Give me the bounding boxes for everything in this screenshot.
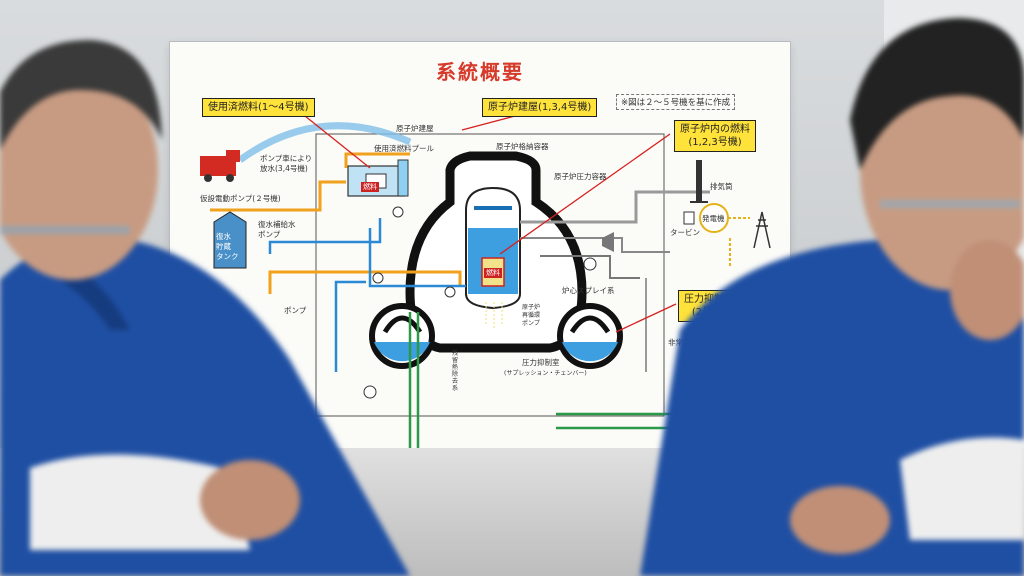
label-spent-fuel: 使用済燃料(1〜4号機) (202, 98, 315, 117)
text-rhr-4: 除 (452, 371, 459, 378)
text-temp-pump: 仮設電動ポンプ(２号機) (200, 194, 281, 203)
turbine-icon (602, 232, 614, 252)
text-recirc-3: ポンプ (522, 320, 540, 327)
text-suppression: 圧力抑制室 (522, 358, 560, 367)
pump-icon-4 (583, 257, 597, 271)
pipe-gray-3 (540, 255, 640, 279)
poster-note: ※図は２〜５号機を基に作成 (616, 94, 736, 110)
text-rhr-3: 熱 (452, 364, 459, 371)
text-makeup-pump-1: 復水補給水 (258, 220, 296, 229)
text-stack: 排気筒 (710, 182, 733, 191)
pipe-blue-2 (368, 228, 466, 288)
torus-water-left (374, 342, 430, 362)
pipe-orange-1 (344, 152, 410, 168)
pipe-steam (520, 190, 710, 224)
text-rhr-5: 去 (452, 378, 459, 385)
torus-water-right (562, 342, 618, 362)
vent-pipe-right (569, 315, 611, 334)
text-tank-1: 復水 (216, 232, 231, 241)
pointer-arrow-3 (499, 133, 671, 255)
text-fuel-core: 燃料 (484, 268, 502, 278)
pipe-steam-2 (520, 237, 670, 253)
turbine-body-icon (683, 211, 695, 225)
text-rhr-6: 系 (452, 385, 459, 392)
text-recirc-1: 原子炉 (522, 304, 541, 311)
text-recirc-2: 再循環 (522, 312, 541, 319)
text-rhr-1: 残 (452, 350, 459, 357)
text-pressure-vessel: 原子炉圧力容器 (554, 172, 607, 181)
text-generator: 発電機 (702, 214, 725, 223)
text-containment: 原子炉格納容器 (496, 142, 549, 151)
label-reactor-building: 原子炉建屋(1,3,4号機) (482, 98, 598, 117)
text-tank-3: タンク (216, 252, 239, 261)
pipe-orange-3 (268, 270, 462, 294)
pointer-arrow-4 (615, 303, 677, 333)
building-outline (315, 133, 665, 417)
text-fuel-pool: 燃料 (361, 182, 379, 192)
condensate-tank-icon (213, 211, 247, 269)
power-tower-icon (753, 211, 771, 249)
label-core-fuel: 原子炉内の燃料 (1,2,3号機) (674, 120, 756, 152)
text-rhr-2: 留 (452, 357, 459, 364)
text-pump-partial: ポンプ (284, 306, 307, 315)
text-makeup-pump-2: ポンプ (258, 230, 281, 239)
text-turbine: タービン (670, 228, 700, 237)
text-tank-2: 貯蔵 (216, 242, 231, 251)
poster-title: 系統概要 (436, 60, 524, 84)
pump-icon-3 (363, 385, 377, 399)
text-pump-truck-1: ポンプ車により (260, 154, 313, 163)
person-left (0, 30, 430, 576)
person-right (620, 0, 1024, 576)
fire-truck-icon (200, 150, 240, 182)
pointer-arrow-1 (299, 111, 371, 169)
pipe-blue-3 (334, 280, 366, 372)
pipe-orange-2 (210, 180, 346, 212)
text-pump-truck-2: 放水(3,4号機) (260, 164, 308, 173)
pump-icon-2 (372, 272, 384, 284)
pool-tank (397, 159, 409, 197)
pump-icon-5 (444, 286, 456, 298)
exhaust-stack-icon (696, 160, 702, 202)
text-building: 原子炉建屋 (396, 124, 434, 133)
text-core-spray: 炉心スプレイ系 (562, 286, 615, 295)
pipe-blue-1 (268, 218, 382, 254)
water-spray-arc (237, 122, 412, 163)
pump-icon-1 (392, 206, 404, 218)
text-pool: 使用済燃料プール (374, 144, 434, 153)
text-suppression-sub: (サプレッション・チェンバー) (504, 370, 587, 377)
